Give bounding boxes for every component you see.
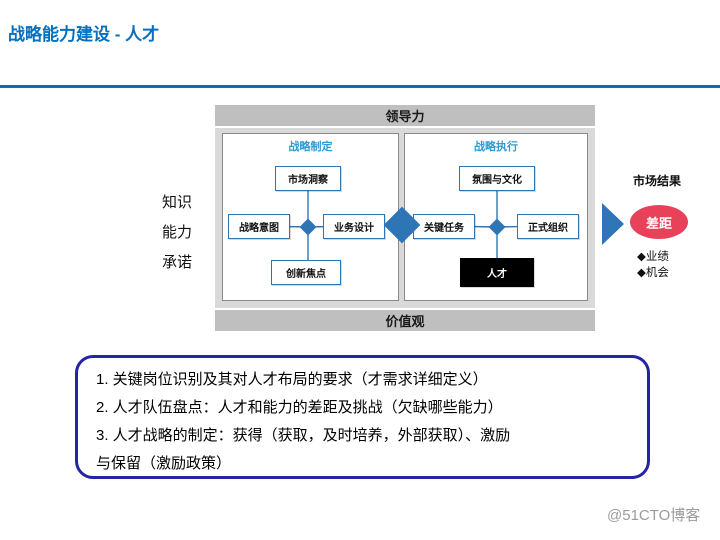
box-key-tasks: 关键任务 xyxy=(413,214,475,239)
market-result-label: 市场结果 xyxy=(633,174,682,188)
right-arrow-icon xyxy=(602,203,624,245)
label-knowledge: 知识 xyxy=(162,194,193,211)
talent-notes-box: 1. 关键岗位识别及其对人才布局的要求（才需求详细定义） 2. 人才队伍盘点：人… xyxy=(75,355,650,479)
page-title: 战略能力建设 - 人才 xyxy=(8,25,160,44)
bullet-performance: ◆业绩 xyxy=(637,251,669,263)
note-line-3: 3. 人才战略的制定：获得（获取，及时培养，外部获取）、激励 xyxy=(96,427,511,444)
box-market-insight: 市场洞察 xyxy=(275,166,341,191)
box-business-design: 业务设计 xyxy=(323,214,385,239)
panel-title-execution: 战略执行 xyxy=(474,141,518,153)
box-talent: 人才 xyxy=(460,258,534,287)
watermark: @51CTO博客 xyxy=(607,507,701,524)
box-strategic-intent: 战略意图 xyxy=(228,214,290,239)
strategy-execution-panel: 战略执行 氛围与文化 关键任务 正式组织 人才 xyxy=(404,133,588,301)
values-bar: 价值观 xyxy=(215,308,595,331)
gap-badge: 差距 xyxy=(630,205,688,239)
result-bullets: ◆业绩 ◆机会 xyxy=(637,249,669,281)
note-line-4: 与保留（激励政策） xyxy=(96,455,232,472)
panel-title-formulation: 战略制定 xyxy=(288,141,333,153)
label-commitment: 承诺 xyxy=(162,254,193,271)
bullet-opportunity: ◆机会 xyxy=(637,267,669,279)
leadership-bar: 领导力 xyxy=(215,105,595,128)
strategy-formulation-panel: 战略制定 市场洞察 战略意图 业务设计 创新焦点 xyxy=(222,133,399,301)
capability-labels: 知识 能力 承诺 xyxy=(162,188,192,278)
note-line-1: 1. 关键岗位识别及其对人才布局的要求（才需求详细定义） xyxy=(96,371,488,388)
label-ability: 能力 xyxy=(162,224,193,241)
note-line-2: 2. 人才队伍盘点：人才和能力的差距及挑战（欠缺哪些能力） xyxy=(96,399,503,416)
box-innovation-focus: 创新焦点 xyxy=(271,260,341,285)
title-divider xyxy=(0,85,720,88)
box-formal-org: 正式组织 xyxy=(517,214,579,239)
strategy-framework: 领导力 价值观 战略制定 市场洞察 战略意图 业务设计 创新焦点 战略执行 氛围… xyxy=(215,105,595,331)
box-climate-culture: 氛围与文化 xyxy=(459,166,535,191)
